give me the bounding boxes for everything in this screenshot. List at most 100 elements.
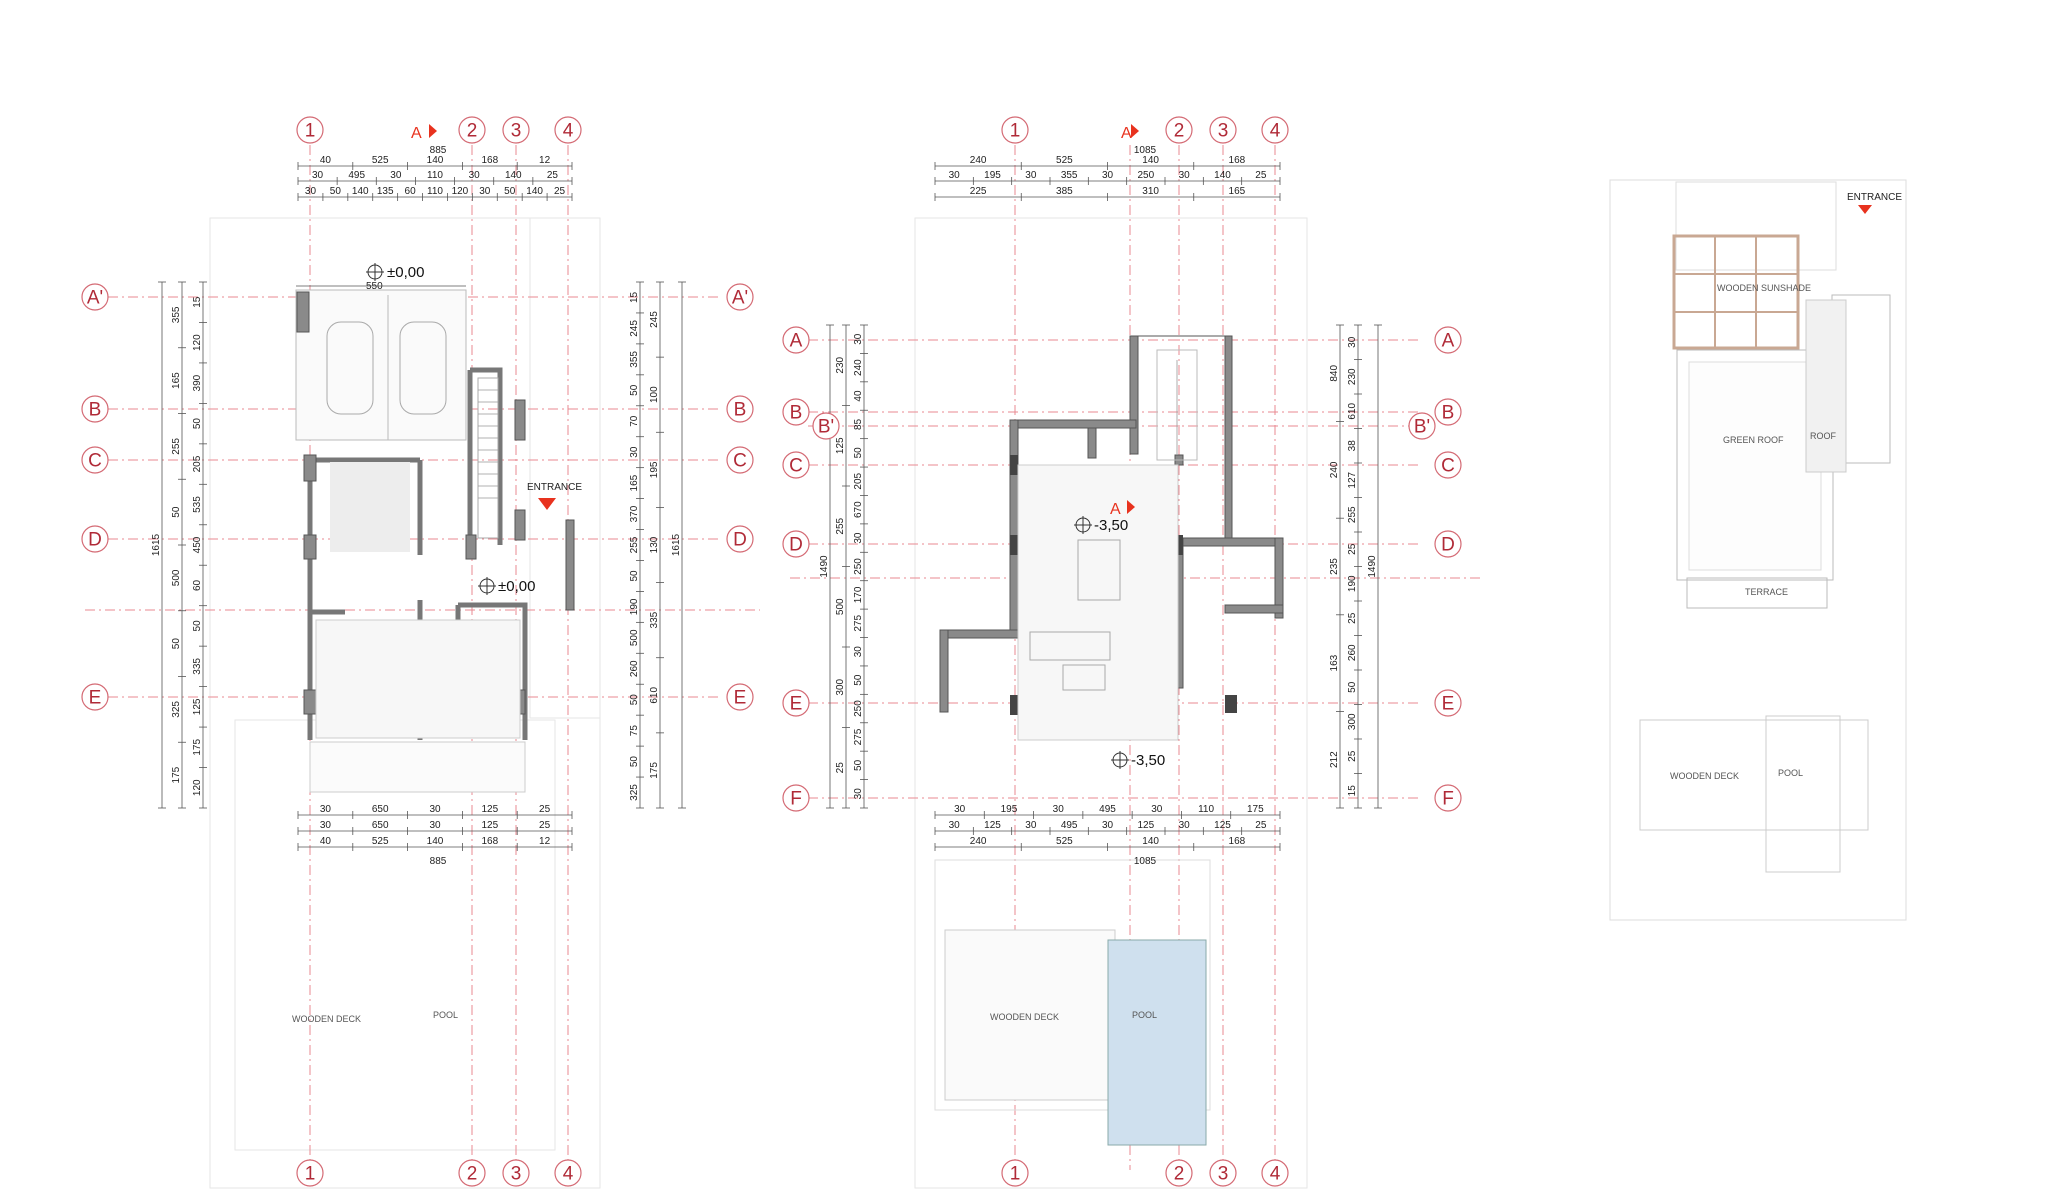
lower-top-row2-value: 30 bbox=[1025, 170, 1037, 181]
car-1 bbox=[326, 321, 374, 415]
ground-left-inner-value: 60 bbox=[192, 579, 203, 591]
house-walls-west bbox=[307, 457, 423, 740]
grid-bubble-lower-right-1: B bbox=[1434, 398, 1462, 426]
ground-left-inner-value: 335 bbox=[192, 658, 203, 675]
ground-bottom-row1-value: 30 bbox=[429, 804, 441, 815]
grid-bubble-lower-right-3-label: C bbox=[1441, 456, 1455, 477]
ground-top-row3-value: 140 bbox=[352, 186, 369, 197]
lower-left-inner-value: 85 bbox=[853, 418, 864, 430]
level-text-main: ±0,00 bbox=[498, 578, 535, 595]
roof-entrance-arrow-icon bbox=[1858, 205, 1872, 214]
grid-bubble-ground-left-4: E bbox=[81, 683, 109, 711]
ground-right-inner-value: 50 bbox=[629, 384, 640, 396]
coffee-table bbox=[1062, 664, 1106, 691]
ground-top-row3-value: 110 bbox=[427, 186, 443, 197]
ground-top-row3-value: 140 bbox=[526, 186, 543, 197]
lower-right-inner-value: 25 bbox=[1347, 612, 1358, 624]
lower-bottom-row2-value: 125 bbox=[1214, 820, 1231, 831]
lower-pool-label: POOL bbox=[1132, 1010, 1157, 1020]
ground-top-row2-value: 30 bbox=[312, 170, 324, 181]
entrance-arrow-icon bbox=[538, 498, 556, 510]
ground-right-inner-value: 325 bbox=[629, 784, 640, 801]
lower-bottom-row2-value: 125 bbox=[984, 820, 1001, 831]
lower-right-inner-value: 25 bbox=[1347, 543, 1358, 555]
lower-left-mid-value: 300 bbox=[835, 678, 846, 695]
ground-right-inner-value: 75 bbox=[629, 725, 640, 737]
lower-walls bbox=[939, 335, 1284, 715]
lower-right-mid-value: 235 bbox=[1329, 558, 1340, 575]
ground-left-inner-value: 120 bbox=[192, 334, 203, 351]
lower-bottom-row2-value: 125 bbox=[1137, 820, 1154, 831]
ground-left-outer-value: 1615 bbox=[151, 533, 162, 556]
terrace-outline bbox=[1686, 577, 1828, 609]
section-marker-ground: A bbox=[411, 125, 422, 142]
entrance-wall bbox=[565, 519, 575, 611]
grid-bubble-lower-top-1: 1 bbox=[1001, 116, 1029, 144]
ground-right-inner-value: 165 bbox=[629, 474, 640, 491]
level-marker-upper: ±0,00 550 bbox=[296, 263, 466, 292]
grid-bubble-lower-right-1-label: B bbox=[1442, 403, 1455, 424]
lower-top-row3-value: 165 bbox=[1229, 186, 1246, 197]
lower-right-outer-value: 1490 bbox=[1367, 555, 1378, 578]
section-marker-lower-top: A bbox=[1121, 125, 1132, 142]
grid-bubble-ground-left-1: B bbox=[81, 395, 109, 423]
grid-bubble-ground-bottom-4-label: 4 bbox=[563, 1164, 574, 1185]
grid-bubble-lower-right-2: B' bbox=[1408, 412, 1436, 440]
lower-left-mid-value: 125 bbox=[835, 437, 846, 454]
lower-top-row2-value: 30 bbox=[949, 170, 961, 181]
grid-bubble-lower-top-3-label: 3 bbox=[1218, 121, 1229, 142]
ground-bottom-row1-value: 125 bbox=[481, 804, 498, 815]
lower-top-row2-value: 355 bbox=[1061, 170, 1078, 181]
lower-living-area bbox=[1017, 464, 1179, 741]
grid-bubble-lower-left-0: A bbox=[782, 326, 810, 354]
grid-bubble-ground-top-1-label: 1 bbox=[305, 121, 316, 142]
grid-bubble-ground-left-4-label: E bbox=[89, 688, 102, 709]
ground-left-inner-value: 175 bbox=[192, 739, 203, 756]
wooden-sunshade-frame bbox=[1672, 234, 1800, 350]
ground-left-inner-value: 125 bbox=[192, 698, 203, 715]
grid-bubble-ground-right-4: E bbox=[726, 683, 754, 711]
lower-bottom-row1-value: 30 bbox=[1053, 804, 1065, 815]
lower-top-row2-value: 30 bbox=[1102, 170, 1114, 181]
ground-top-row3-value: 50 bbox=[504, 186, 516, 197]
lower-right-inner-value: 260 bbox=[1347, 644, 1358, 661]
ground-top-row2-value: 140 bbox=[505, 170, 522, 181]
level-width-upper: 550 bbox=[366, 281, 383, 292]
grid-bubble-ground-left-0: A' bbox=[81, 283, 109, 311]
grid-bubble-ground-left-2: C bbox=[81, 446, 109, 474]
lower-right-inner-value: 15 bbox=[1347, 785, 1358, 797]
green-roof-label: GREEN ROOF bbox=[1723, 435, 1784, 445]
ground-left-mid-value: 165 bbox=[171, 372, 182, 389]
lower-left-inner-value: 250 bbox=[853, 558, 864, 575]
lower-right-inner-value: 38 bbox=[1347, 440, 1358, 452]
lower-bottom-row2-value: 495 bbox=[1061, 820, 1078, 831]
ground-bottom-row1-value: 25 bbox=[539, 804, 551, 815]
lower-left-mid-value: 230 bbox=[835, 356, 846, 373]
grid-bubble-lower-top-3: 3 bbox=[1209, 116, 1237, 144]
section-arrow-lower-icon bbox=[1131, 124, 1139, 138]
ground-top-row1-value: 525 bbox=[372, 155, 389, 166]
section-marker-lower-mid: A bbox=[1110, 501, 1121, 518]
lower-left-inner-value: 30 bbox=[853, 333, 864, 345]
grid-bubble-ground-bottom-1-label: 1 bbox=[305, 1164, 316, 1185]
lower-right-inner-value: 25 bbox=[1347, 750, 1358, 762]
grid-bubble-lower-right-4-label: D bbox=[1441, 535, 1455, 556]
lower-right-inner-value: 230 bbox=[1347, 368, 1358, 385]
lower-right-mid-value: 840 bbox=[1329, 365, 1340, 382]
grid-bubble-ground-right-4-label: E bbox=[734, 688, 747, 709]
ground-right-mid-value: 100 bbox=[649, 386, 660, 403]
level-text-lower-b: -3,50 bbox=[1131, 752, 1165, 769]
lower-right-outer: 1490 bbox=[1367, 324, 1382, 809]
grid-bubble-ground-bottom-3: 3 bbox=[502, 1159, 530, 1187]
grid-bubble-lower-left-2: B' bbox=[812, 412, 840, 440]
ground-top-row2-value: 30 bbox=[390, 170, 402, 181]
ground-right-inner-value: 260 bbox=[629, 660, 640, 677]
lower-right-inner-value: 190 bbox=[1347, 575, 1358, 592]
lower-left-inner-value: 275 bbox=[853, 615, 864, 632]
ground-right-inner-value: 50 bbox=[629, 694, 640, 706]
